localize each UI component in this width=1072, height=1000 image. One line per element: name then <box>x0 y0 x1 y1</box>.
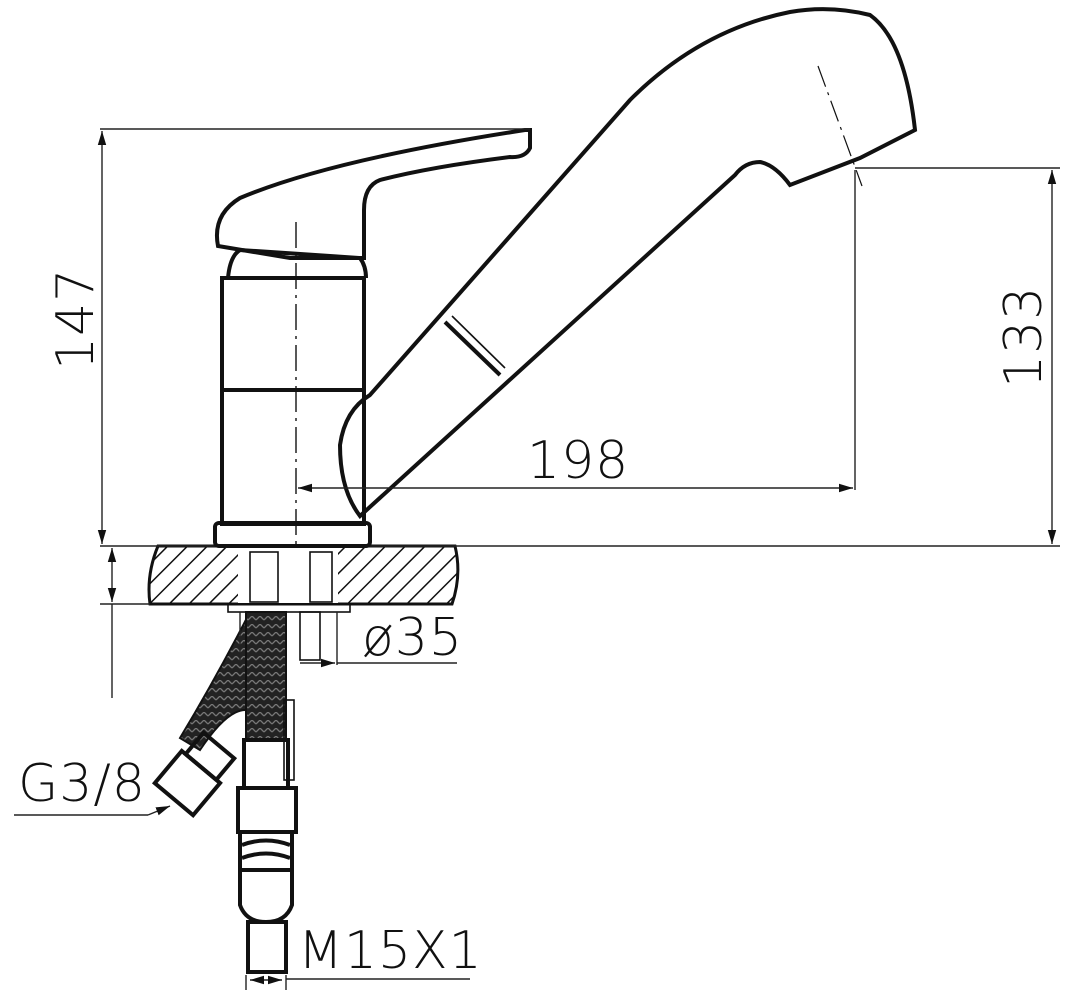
label-base-diameter: ø35 <box>362 608 463 668</box>
pull-out-spout <box>337 7 918 519</box>
faucet-body <box>213 247 372 548</box>
dimension-147 <box>97 128 530 544</box>
inlet-fitting <box>151 729 238 819</box>
dimension-198 <box>298 170 856 493</box>
dimension-m15x1 <box>245 975 470 990</box>
mounting-hardware <box>227 551 351 661</box>
hose-fitting <box>236 699 298 974</box>
supply-hoses <box>178 611 287 752</box>
dimension-diameter-35 <box>239 612 457 668</box>
countertop-section <box>100 544 1060 606</box>
dimension-133 <box>855 167 1060 544</box>
label-inlet-thread: G3/8 <box>18 754 146 814</box>
lever-handle <box>215 128 532 260</box>
dimension-g38-leader <box>14 805 171 816</box>
label-spout-height: 133 <box>994 285 1054 388</box>
label-hose-thread: M15X1 <box>298 921 483 981</box>
label-spout-reach: 198 <box>527 431 630 491</box>
label-overall-height: 147 <box>46 267 106 370</box>
dimension-counter-thickness <box>100 548 150 698</box>
